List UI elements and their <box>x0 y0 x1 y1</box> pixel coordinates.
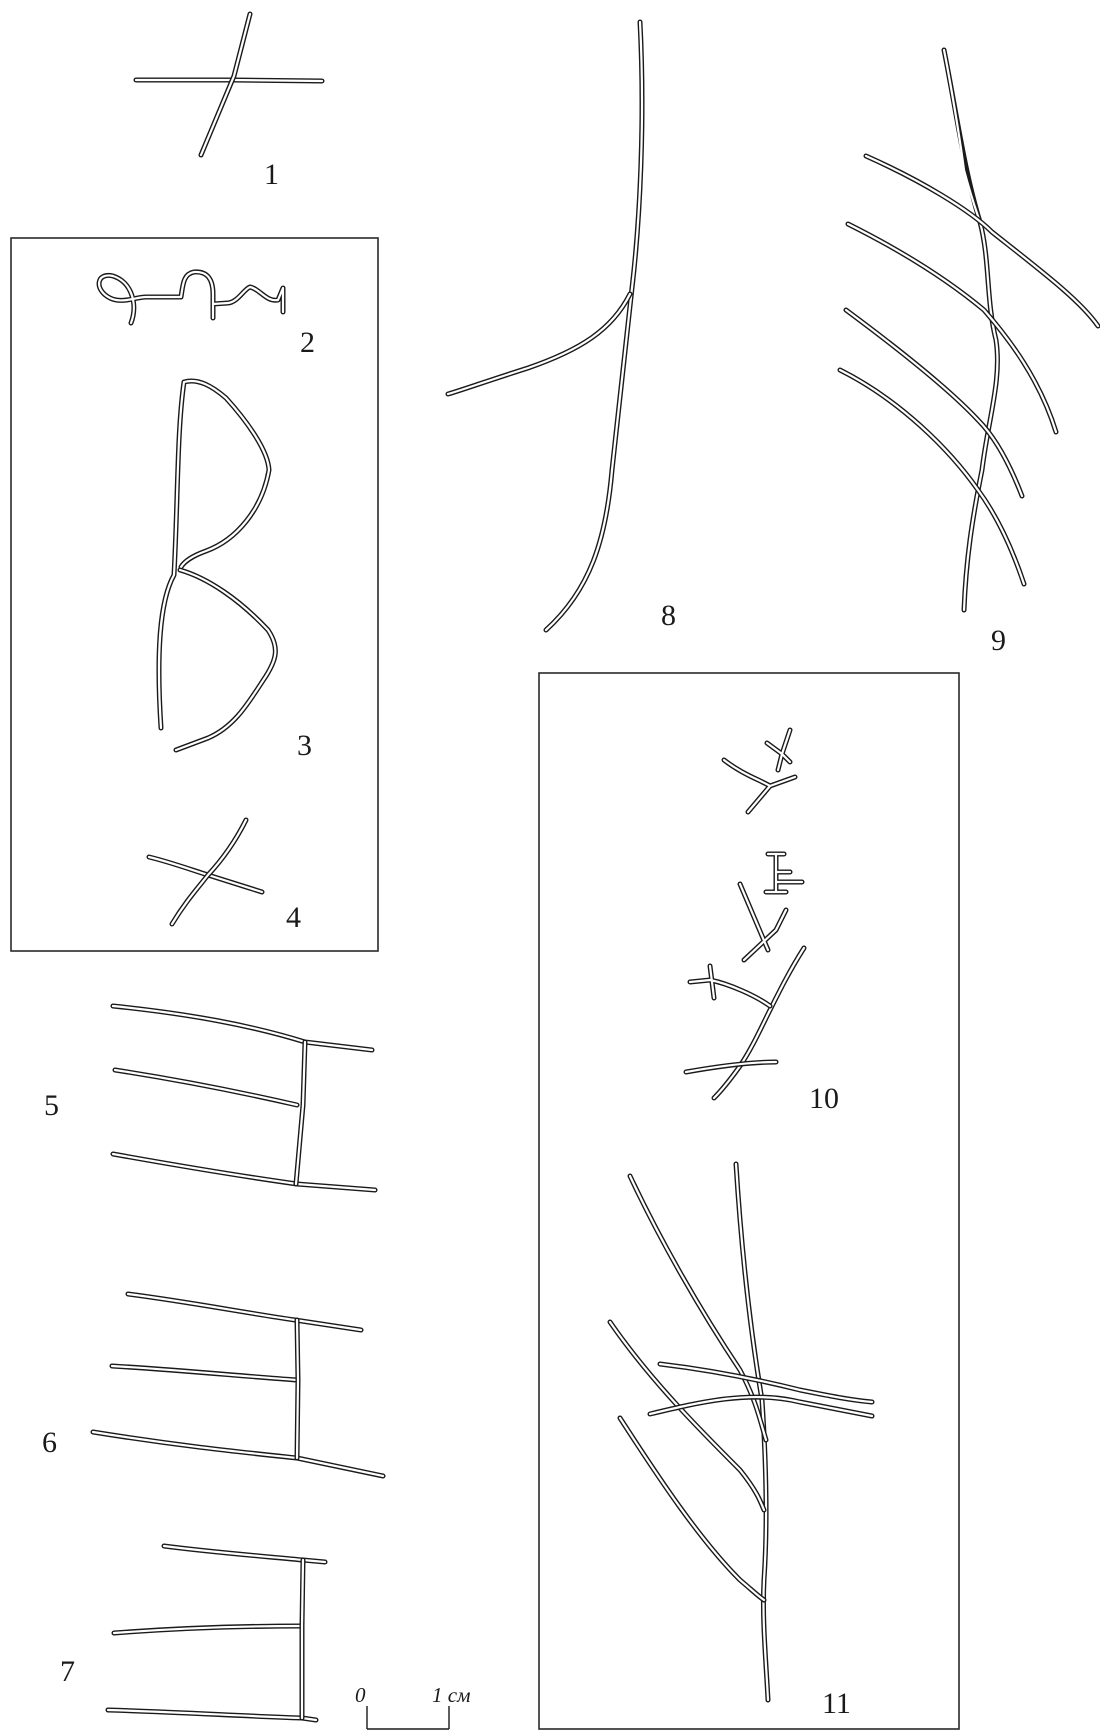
mark-7-ladder <box>105 1543 328 1723</box>
mark-5-ladder <box>110 1003 378 1193</box>
mark-8-branch <box>445 19 645 633</box>
scale-bar <box>366 1706 450 1730</box>
mark-6-ladder <box>90 1291 386 1479</box>
scale-end-label: 1 см <box>432 1683 470 1707</box>
label-3: 3 <box>297 729 312 762</box>
group-frame-10-11 <box>538 672 960 1730</box>
label-8: 8 <box>661 599 676 632</box>
label-2: 2 <box>300 326 315 359</box>
mark-10-cluster <box>683 727 807 1101</box>
label-10: 10 <box>809 1082 839 1115</box>
mark-9-fir <box>837 47 1100 613</box>
mark-4-star <box>146 817 265 927</box>
mark-11-branching <box>607 1161 875 1703</box>
mark-3-b-sign <box>156 378 278 753</box>
scale-start-label: 0 <box>355 1683 366 1707</box>
label-7: 7 <box>60 1655 75 1688</box>
mark-2-sign <box>96 269 286 326</box>
label-6: 6 <box>42 1426 57 1459</box>
label-11: 11 <box>822 1687 851 1720</box>
label-9: 9 <box>991 624 1006 657</box>
label-5: 5 <box>44 1089 59 1122</box>
label-4: 4 <box>286 901 301 934</box>
mark-1-cross <box>133 11 325 158</box>
group-frame-2-4 <box>10 237 379 952</box>
label-1: 1 <box>264 158 279 191</box>
